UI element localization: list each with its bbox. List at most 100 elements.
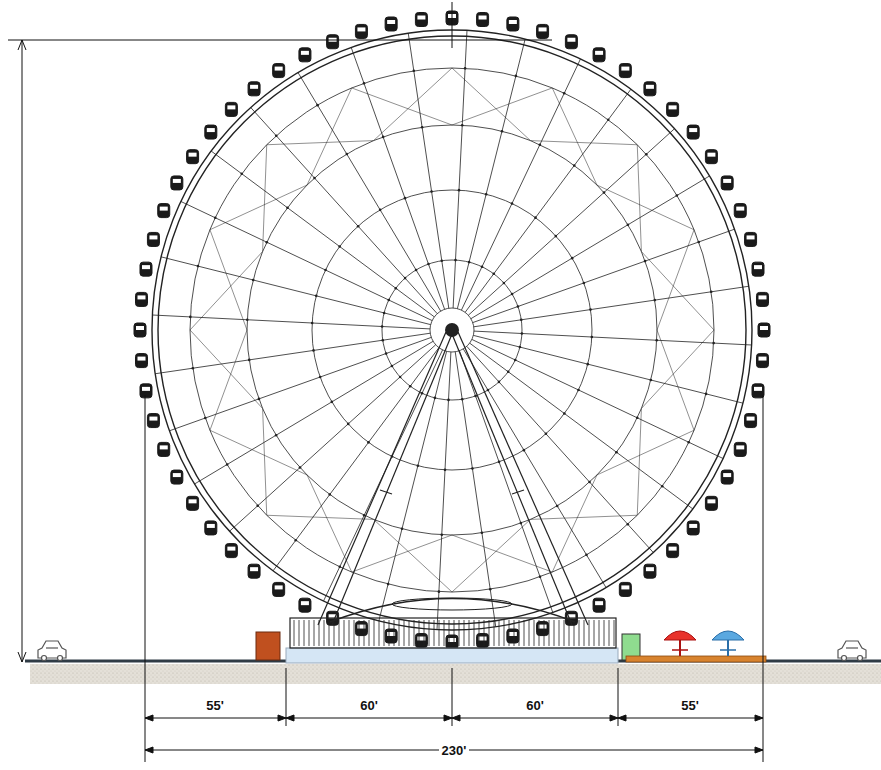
wheel-brace <box>352 88 452 125</box>
gondola-window <box>387 20 395 24</box>
wheel-joint <box>399 376 402 379</box>
gondola-window <box>707 153 715 157</box>
hatch-line <box>384 620 385 646</box>
gondola-body <box>415 633 427 647</box>
hatch-line <box>449 620 450 646</box>
wheel-brace <box>597 185 694 230</box>
gondola <box>593 598 605 612</box>
gondola-body <box>565 35 577 49</box>
gondola-window <box>479 636 487 640</box>
gondola-body <box>205 521 217 535</box>
wheel-joint <box>415 269 418 272</box>
wheel-joint <box>474 395 477 398</box>
gondola-window <box>669 105 677 109</box>
gondola-body <box>705 496 717 510</box>
gondola <box>140 262 152 276</box>
wheel-brace <box>374 68 452 141</box>
wheel-joint <box>412 70 415 73</box>
wheel-joint <box>539 575 542 578</box>
gondola <box>721 470 733 484</box>
wheel-joint <box>258 398 261 401</box>
gondola-window <box>646 567 654 571</box>
wheel-ring <box>152 30 752 630</box>
wheel-joint <box>511 293 514 296</box>
wheel-spoke <box>211 151 434 317</box>
hatch-line <box>399 620 400 646</box>
wheel-joint <box>514 359 517 362</box>
gondola-window <box>149 417 157 421</box>
wheel-joint <box>573 164 576 167</box>
wheel-joint <box>395 287 398 290</box>
gondola <box>225 102 237 116</box>
gondola-window <box>479 16 487 20</box>
wheel-joint <box>588 481 591 484</box>
gondola-window <box>160 445 168 449</box>
gondola-body <box>187 496 199 510</box>
wheel-joint <box>645 153 648 156</box>
wheel <box>134 11 770 649</box>
wheel-joint <box>347 423 350 426</box>
wheel-joint <box>654 299 657 302</box>
hatch-line <box>319 620 320 646</box>
gondola-body <box>644 82 656 96</box>
hatch-line <box>599 620 600 646</box>
gondola-body <box>273 582 285 596</box>
wheel-spoke <box>453 30 467 308</box>
wheel-joint <box>286 206 289 209</box>
hatch-line <box>444 620 445 646</box>
wheel-joint <box>586 363 589 366</box>
gondola-window <box>136 326 144 330</box>
wheel-joint <box>607 118 610 121</box>
gondola-body <box>136 292 148 306</box>
wheel-brace <box>307 475 352 572</box>
wheel-joint <box>252 279 255 282</box>
gondola-window <box>227 547 235 551</box>
wheel-joint <box>189 316 192 319</box>
gondola-body <box>477 13 489 27</box>
wheel-spoke <box>161 257 431 325</box>
wheel-joint <box>571 257 574 260</box>
gondola <box>299 598 311 612</box>
gondola-window <box>646 85 654 89</box>
gondola <box>158 442 170 456</box>
wheel-joint <box>461 398 464 401</box>
gondola-window <box>509 632 517 636</box>
wheel-joint <box>555 235 558 238</box>
ground-texture <box>30 664 881 684</box>
wheel-joint <box>338 565 341 568</box>
gondola <box>225 544 237 558</box>
gondola <box>477 13 489 27</box>
wheel-ring <box>247 125 657 535</box>
gondola-window <box>723 179 731 183</box>
hatch-line <box>424 620 425 646</box>
gondola <box>667 544 679 558</box>
gondola <box>644 82 656 96</box>
wheel-joint <box>556 505 559 508</box>
gondola-window <box>138 357 146 361</box>
gondola-window <box>758 295 766 299</box>
wheel-joint <box>520 522 523 525</box>
gondola <box>273 582 285 596</box>
gondola <box>140 384 152 398</box>
hatch-line <box>454 620 455 646</box>
gondola-window <box>357 27 365 31</box>
gondola-window <box>142 265 150 269</box>
wheel-joint <box>338 245 341 248</box>
wheel-joint <box>520 318 523 321</box>
hatch-line <box>359 620 360 646</box>
gondola-body <box>158 442 170 456</box>
wheel-joint <box>417 464 420 467</box>
gondola-window <box>173 179 181 183</box>
gondola <box>619 582 631 596</box>
base-platform <box>286 648 618 663</box>
hatch-line <box>354 620 355 646</box>
gondola-window <box>509 20 517 24</box>
wheel-brace <box>452 519 530 592</box>
dimension-label: 230' <box>439 743 470 758</box>
hatch-line <box>309 620 310 646</box>
gondola-body <box>507 17 519 31</box>
hatch-line <box>489 620 490 646</box>
dimension-label: 60' <box>357 698 381 713</box>
gondola <box>705 496 717 510</box>
wheel-spoke <box>465 89 631 312</box>
